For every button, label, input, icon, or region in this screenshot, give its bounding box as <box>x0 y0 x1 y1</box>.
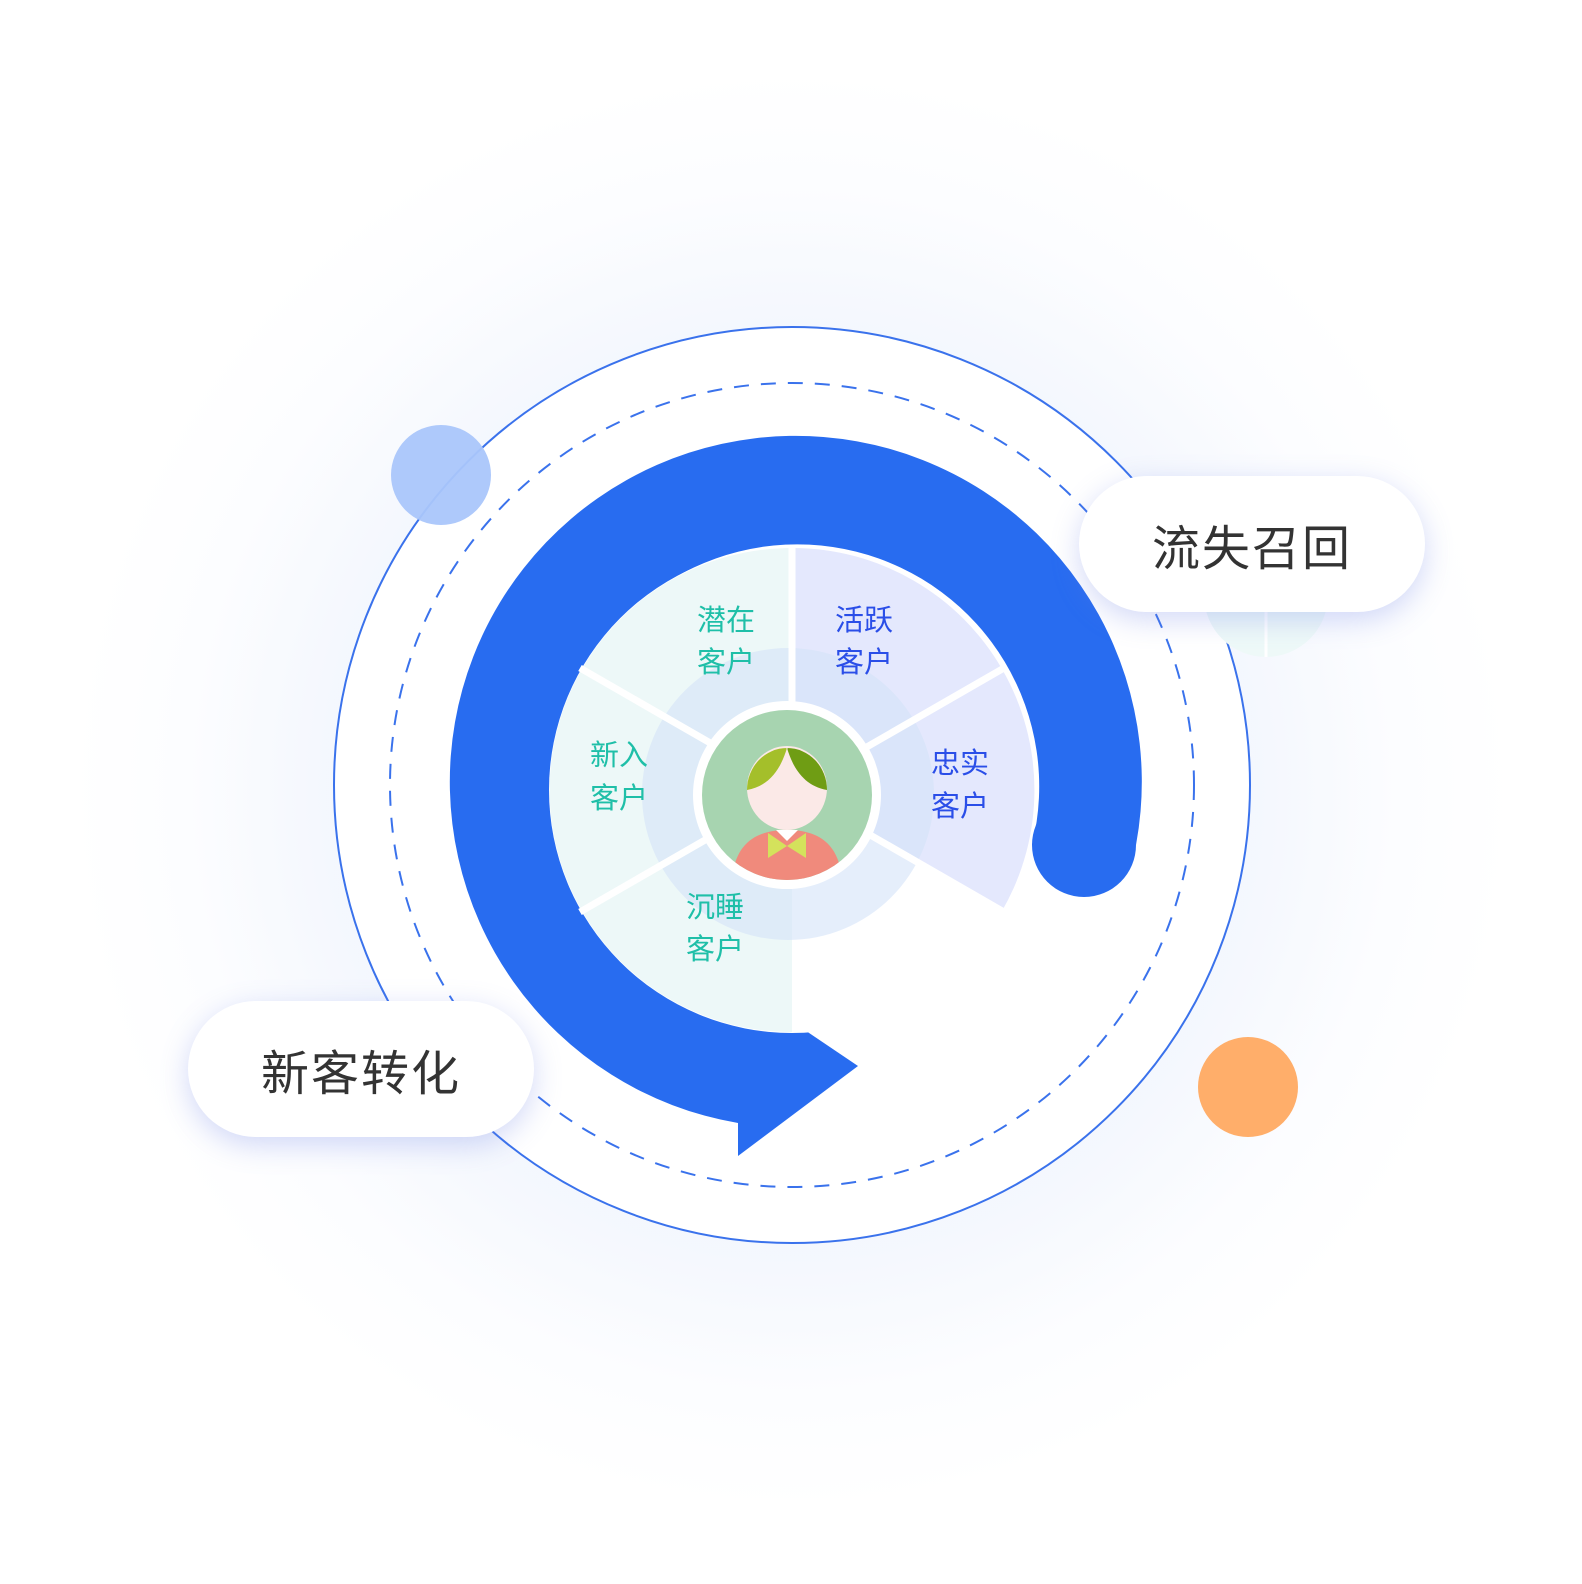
churn-recall-text: 流失召回 <box>1151 521 1352 577</box>
churn-recall-label: 流失召回 <box>1079 476 1425 612</box>
segment-label-new: 新入 客户 <box>590 738 648 815</box>
segment-label-line1: 潜在 <box>697 603 755 637</box>
new-customer-conversion-label: 新客转化 <box>188 1001 534 1137</box>
segment-label-line2: 客户 <box>697 645 755 679</box>
segment-label-line1: 活跃 <box>835 603 893 637</box>
decor-dot-orange <box>1198 1037 1298 1137</box>
decor-dot-blue <box>391 425 491 525</box>
segment-label-potential: 潜在 客户 <box>697 603 755 679</box>
segment-label-line1: 沉睡 <box>686 890 744 924</box>
segment-label-line1: 忠实 <box>931 746 989 780</box>
segment-label-loyal: 忠实 客户 <box>931 746 989 823</box>
segment-label-line1: 新入 <box>590 738 648 772</box>
dashed-ring <box>389 382 1195 1188</box>
customer-avatar-icon <box>693 701 881 889</box>
new-customer-conversion-text: 新客转化 <box>260 1046 461 1102</box>
segment-label-line2: 客户 <box>835 645 893 679</box>
segment-label-line2: 客户 <box>931 789 989 823</box>
segment-label-line2: 客户 <box>590 781 648 815</box>
segment-label-active: 活跃 客户 <box>835 603 893 679</box>
segment-label-dormant: 沉睡 客户 <box>686 890 744 966</box>
segment-label-line2: 客户 <box>686 932 744 966</box>
